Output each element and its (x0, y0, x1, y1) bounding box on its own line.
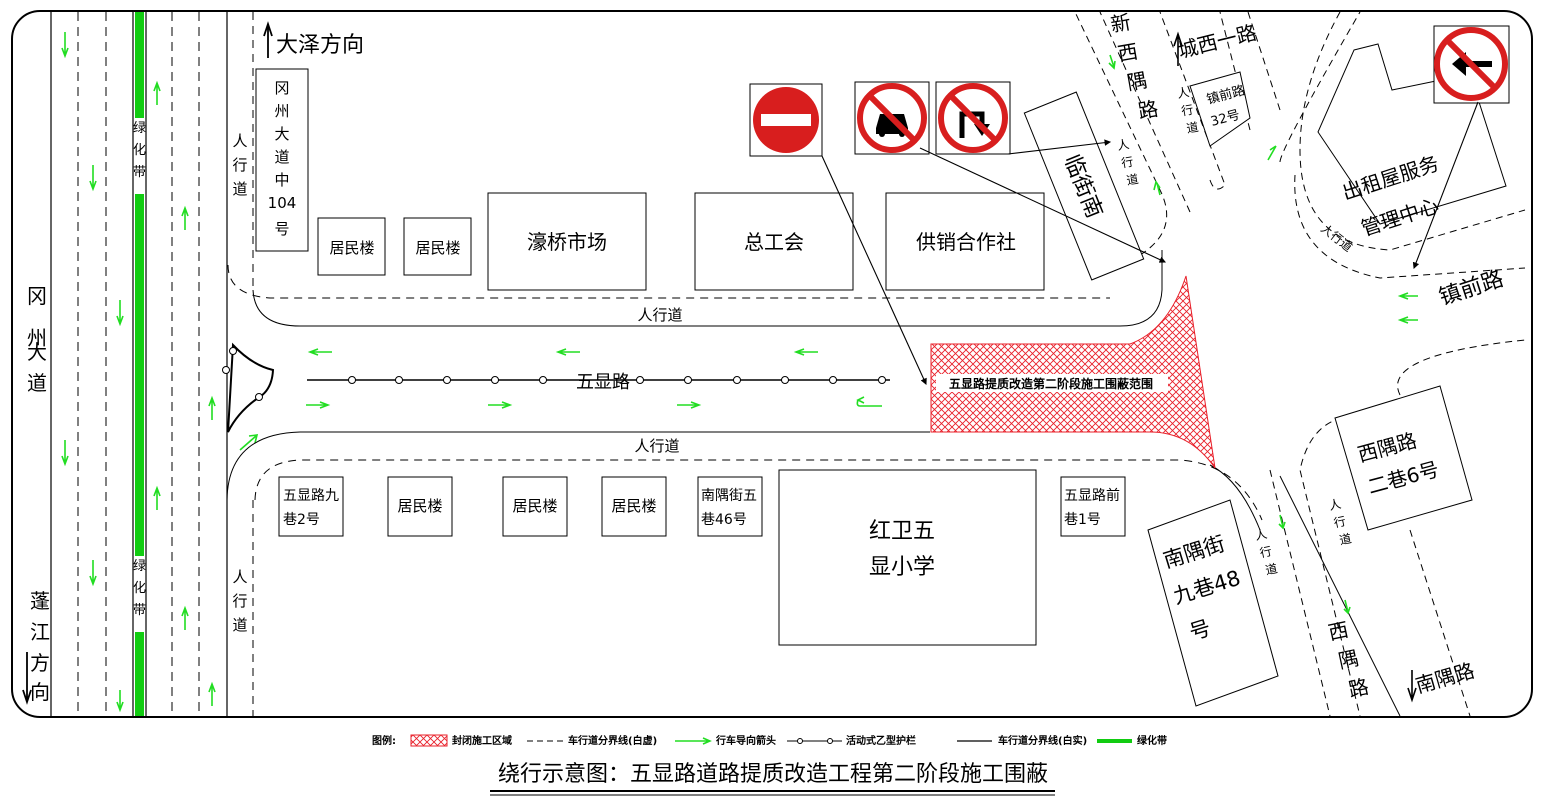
road-name-wuxian: 五显路 (576, 372, 630, 393)
no-left-turn-sign-icon (1433, 25, 1510, 104)
building-trade-union: 总工会 (744, 230, 804, 254)
traffic-arrows-north (1108, 54, 1418, 615)
work-zone-label: 五显路提质改造第二阶段施工围蔽范围 (949, 376, 1153, 391)
building-resident-4: 居民楼 (512, 497, 557, 515)
road-name-chengxi1: 城西一路 (1175, 20, 1258, 63)
building-nanyu-9-48: 南隅街 九巷48 号 (1147, 499, 1279, 707)
arrow-nanyu-icon (1407, 670, 1417, 703)
sidewalk-label-se2: 人行道 (1328, 496, 1353, 548)
sidewalk-label-south: 人行道 (634, 437, 679, 455)
legend: 图例: 封闭施工区域 车行道分界线(白虚) 行车导向箭头 活动式乙型护栏 车行道… (372, 734, 1167, 747)
map-title: 绕行示意图：五显路道路提质改造工程第二阶段施工围蔽 (498, 762, 1048, 787)
buildings-south (278, 469, 1126, 646)
svg-text:活动式乙型护栏: 活动式乙型护栏 (846, 734, 916, 747)
wuxian-road (226, 250, 1263, 531)
building-resident-2: 居民楼 (415, 239, 460, 257)
movable-barrier (307, 376, 890, 384)
arrow-daze-icon (263, 21, 273, 58)
sidewalk-label-se1: 人行道 (1254, 526, 1279, 578)
building-nanyu5-46: 南隅街五巷46号 (701, 488, 757, 528)
gangzhou-avenue (50, 12, 254, 716)
building-wxq1: 五显路前巷1号 (1064, 487, 1120, 528)
building-zhenqian32: 镇前路 32号 (1189, 71, 1251, 147)
no-motor-vehicles-sign-icon (854, 81, 930, 155)
svg-text:32号: 32号 (1209, 108, 1241, 130)
sidewalk-label-north: 人行道 (637, 306, 682, 324)
north-roads (1074, 11, 1526, 717)
building-wx9-2: 五显路九巷2号 (283, 488, 339, 528)
building-resident-5: 居民楼 (611, 497, 656, 515)
traffic-arrows-gangzhou (61, 32, 259, 713)
no-right-turn-sign-icon (935, 81, 1011, 155)
greenbelt-label-bottom: 绿化带 (133, 559, 146, 618)
svg-text:车行道分界线(白实): 车行道分界线(白实) (998, 734, 1087, 747)
traffic-arrows-wuxian (306, 348, 882, 409)
svg-text:车行道分界线(白虚): 车行道分界线(白虚) (568, 734, 657, 747)
sidewalk-label-left-top: 人行道 (232, 132, 247, 198)
map-frame (11, 10, 1533, 718)
road-name-gangzhou: 冈州 (27, 284, 47, 350)
building-resident-3: 居民楼 (397, 497, 442, 515)
arrow-pengjiang-icon (22, 652, 32, 705)
road-name-xiyu: 西隅路 (1326, 616, 1371, 704)
road-name-zhenqian: 镇前路 (1436, 267, 1507, 311)
svg-text:行车导向箭头: 行车导向箭头 (715, 734, 776, 747)
direction-pengjiang: 蓬江方向 (30, 589, 50, 704)
building-xiyu-2-6: 西隅路 二巷6号 (1334, 385, 1473, 531)
buildings-north (255, 68, 1045, 291)
sidewalk-label-ne2: 人行道 (1116, 137, 1139, 189)
svg-text:封闭施工区域: 封闭施工区域 (452, 734, 512, 747)
arrow-chengxi-icon (1173, 31, 1183, 66)
greenbelt (135, 12, 144, 716)
sidewalk-label-ne1: 人行道 (1176, 85, 1199, 137)
traffic-island (222, 342, 275, 433)
sidewalk-label-left-bottom: 人行道 (232, 568, 247, 634)
no-entry-sign-icon (749, 83, 823, 157)
road-name-xinxiyu: 新西隅路 (1109, 8, 1160, 126)
sidewalk-label-ne3: 人行道 (1318, 221, 1355, 254)
road-name-nanyu: 南隅路 (1413, 658, 1477, 698)
svg-text:绿化带: 绿化带 (1137, 734, 1167, 747)
road-name-gangzhou-rest: 大道 (27, 340, 47, 395)
building-haoqiao-market: 濠桥市场 (527, 230, 607, 254)
building-supply-coop: 供销合作社 (916, 230, 1016, 254)
building-school: 红卫五显小学 (869, 519, 935, 580)
sign-pointers (821, 101, 1479, 386)
building-resident-1: 居民楼 (329, 239, 374, 257)
work-zone (930, 275, 1216, 469)
greenbelt-label-top: 绿化带 (133, 121, 146, 180)
building-linjienan: 临街南 (1023, 91, 1145, 281)
direction-daze: 大泽方向 (276, 33, 364, 58)
svg-text:图例:: 图例: (372, 734, 396, 747)
